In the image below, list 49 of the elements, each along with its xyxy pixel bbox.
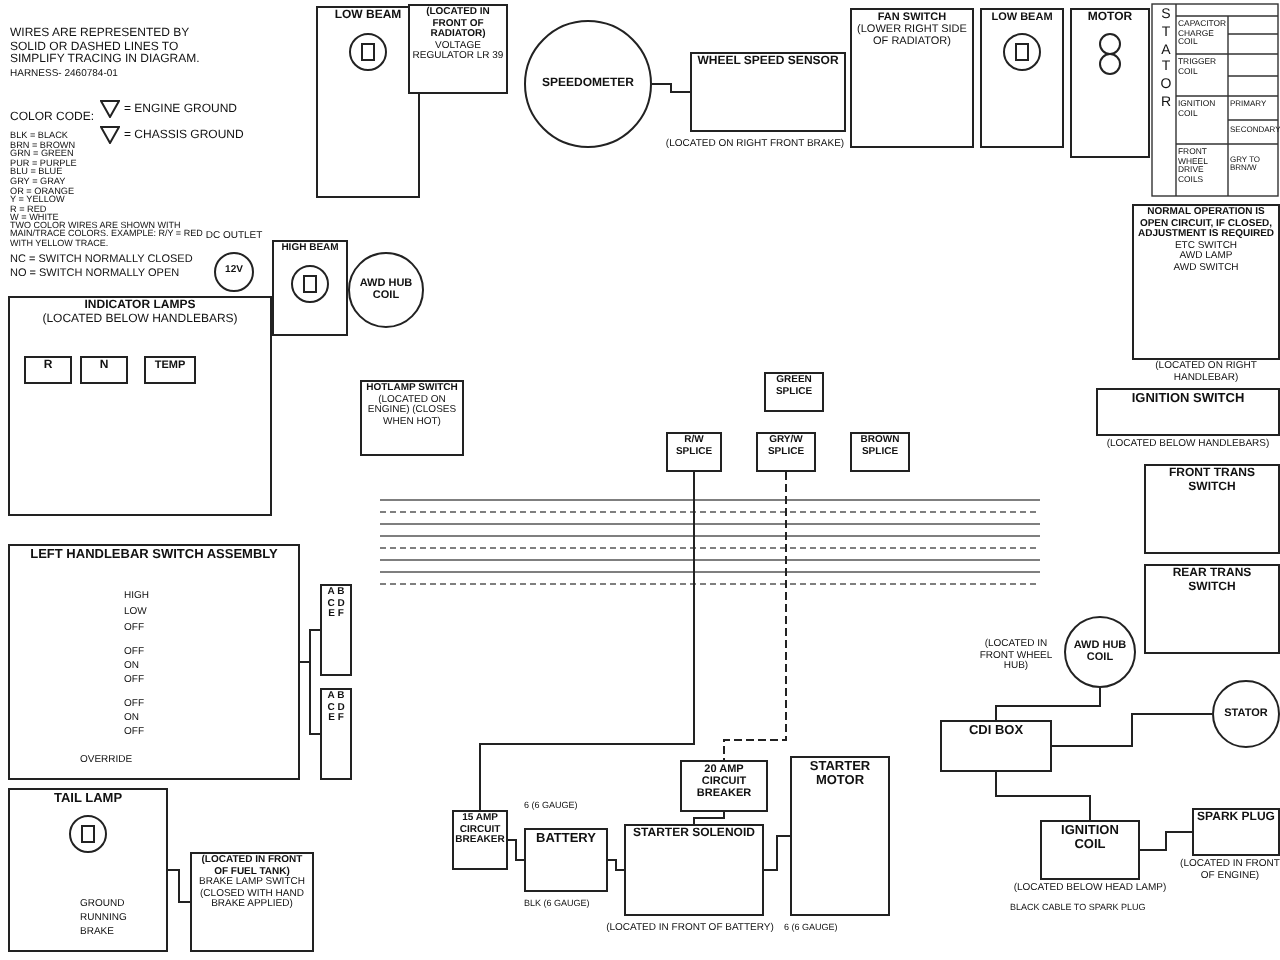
indicator-lamp (144, 356, 196, 384)
switch-panel (8, 544, 300, 780)
sensor-box (690, 52, 846, 132)
connector-block (320, 584, 352, 676)
splice-box (756, 432, 816, 472)
stator-circle (1212, 680, 1280, 748)
connector-block (320, 688, 352, 780)
wire (995, 687, 1101, 721)
splice-box (850, 432, 910, 472)
breaker-box (452, 810, 508, 870)
wire (693, 811, 725, 825)
coil-circle (348, 252, 424, 328)
spark-plug-box (1192, 808, 1280, 856)
switch-panel (1132, 204, 1280, 360)
wire (763, 835, 791, 871)
switch-box (1096, 388, 1280, 436)
indicator-lamp (24, 356, 72, 384)
indicator-lamp (80, 356, 128, 384)
lamp-panel (8, 788, 168, 952)
switch-box (1144, 564, 1280, 654)
coil-box (1040, 820, 1140, 880)
wire (651, 83, 691, 93)
motor-box (790, 756, 890, 916)
cdi-box (940, 720, 1052, 772)
lamp-housing (272, 240, 348, 336)
wire (479, 471, 695, 811)
switch-box (1144, 464, 1280, 554)
switch-box (360, 380, 464, 456)
outlet-socket (214, 252, 254, 292)
coil-circle (1064, 616, 1136, 688)
splice-box (666, 432, 722, 472)
solenoid-box (624, 824, 764, 916)
breaker-box (680, 760, 768, 812)
fan-motor-box (1070, 8, 1150, 158)
switch-box (190, 852, 314, 952)
wire (995, 771, 1091, 821)
lamp-housing (980, 8, 1064, 148)
wire (1139, 831, 1193, 851)
regulator-box (408, 4, 508, 94)
wire (167, 869, 191, 903)
wire (607, 859, 625, 871)
switch-box (850, 8, 974, 148)
wire (1051, 713, 1213, 747)
splice-box (764, 372, 824, 412)
wire (299, 661, 321, 735)
wire (507, 839, 525, 861)
battery-box (524, 828, 608, 892)
indicator-panel (8, 296, 272, 516)
wire (723, 471, 787, 761)
